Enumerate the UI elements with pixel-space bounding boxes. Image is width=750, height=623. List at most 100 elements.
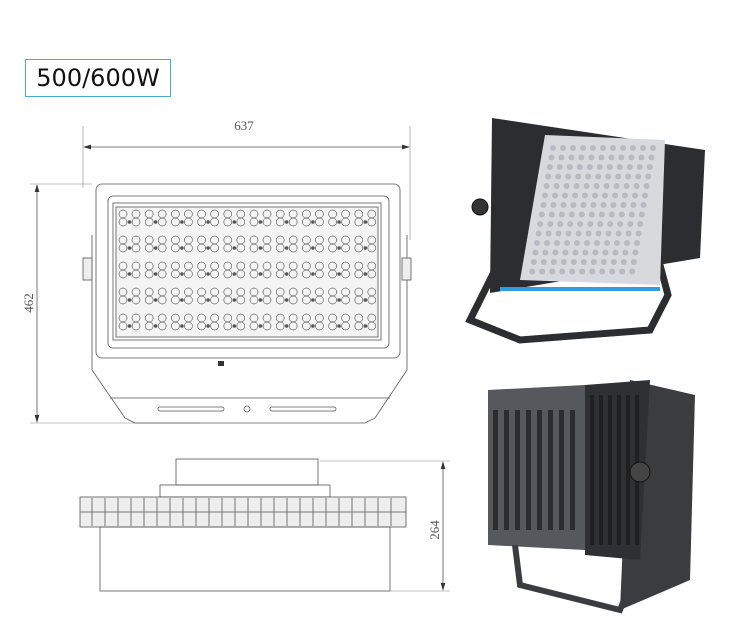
photo-led	[578, 154, 585, 161]
photo-led	[606, 164, 613, 170]
photo-fin	[590, 395, 594, 545]
led-lens	[171, 243, 180, 253]
led-center-dot	[232, 298, 237, 302]
photo-led	[640, 202, 647, 208]
photo-led	[546, 164, 553, 170]
photo-led	[638, 154, 645, 161]
led-lens	[302, 269, 311, 279]
photo-led	[578, 211, 585, 218]
led-lens	[131, 321, 141, 331]
led-lens	[302, 243, 311, 253]
photo-led	[596, 164, 603, 170]
front-view-drawing	[82, 183, 412, 424]
led-lens	[131, 269, 141, 279]
led-lens	[157, 217, 167, 227]
led-lens	[249, 269, 259, 279]
photo-led	[620, 202, 627, 208]
photo-led	[630, 259, 637, 265]
photo-led	[580, 145, 586, 151]
photo-led	[587, 221, 594, 227]
photo-led	[582, 192, 588, 199]
led-lens	[367, 243, 377, 253]
photo-led	[554, 240, 560, 246]
led-lens	[223, 295, 233, 305]
led-center-dot	[153, 324, 158, 328]
led-lens	[275, 217, 285, 227]
photo-led	[630, 202, 637, 208]
photo-led	[534, 240, 540, 246]
depth-label: 264	[427, 520, 442, 540]
height-dimension: 462	[21, 183, 200, 424]
photo-led	[557, 221, 564, 227]
photo-led	[542, 249, 549, 256]
width-label: 637	[234, 118, 254, 133]
photo-led	[575, 173, 582, 180]
photo-led	[590, 259, 597, 265]
photo-led	[568, 154, 575, 161]
photo-led	[594, 240, 600, 246]
photo-led	[597, 221, 604, 227]
led-lens	[262, 321, 272, 331]
photo-led	[570, 145, 576, 151]
led-lens	[144, 295, 154, 305]
photo-led	[617, 221, 624, 227]
led-lens	[184, 295, 193, 305]
photo-led	[574, 240, 580, 246]
photo-led	[562, 249, 569, 256]
photo-fin	[599, 395, 603, 545]
photo-led	[584, 240, 590, 246]
led-lens	[275, 269, 285, 279]
photo-led	[642, 192, 648, 199]
led-center-dot	[232, 220, 237, 224]
led-center-dot	[337, 324, 341, 328]
led-lens	[223, 243, 233, 253]
led-center-dot	[153, 272, 158, 276]
led-center-dot	[127, 298, 132, 302]
led-center-dot	[258, 246, 263, 250]
led-lens	[223, 321, 233, 331]
led-lens	[118, 243, 128, 253]
photo-led	[638, 211, 645, 218]
photo-led	[550, 202, 557, 208]
led-center-dot	[258, 220, 263, 224]
led-center-dot	[127, 220, 132, 224]
photo-led	[539, 268, 546, 275]
photo-fin	[537, 410, 542, 530]
led-lens	[341, 217, 350, 227]
photo-led	[569, 268, 576, 275]
photo-led	[588, 211, 595, 218]
led-center-dot	[258, 324, 263, 328]
led-lens	[210, 295, 219, 305]
photo-led	[573, 183, 580, 189]
photo-led	[548, 154, 555, 161]
photo-led	[602, 249, 609, 256]
photo-led	[610, 145, 616, 151]
photo-led	[530, 259, 537, 265]
led-lens	[328, 269, 337, 279]
photo-led	[648, 154, 655, 161]
photo-led	[635, 230, 642, 237]
led-lens	[302, 321, 311, 331]
photo-led	[632, 249, 639, 256]
photo-led	[549, 268, 556, 275]
led-lens	[275, 295, 285, 305]
photo-led	[592, 192, 598, 199]
led-lens	[157, 243, 167, 253]
led-lens	[197, 269, 206, 279]
led-center-dot	[206, 324, 210, 328]
photo-led	[627, 221, 634, 227]
led-lens	[315, 217, 324, 227]
led-center-dot	[311, 220, 315, 224]
photo-led	[600, 145, 606, 151]
width-dimension: 637	[82, 118, 411, 240]
photo-led	[616, 164, 623, 170]
led-lens	[249, 321, 259, 331]
led-lens	[118, 295, 128, 305]
led-lens	[354, 321, 364, 331]
led-center-dot	[284, 246, 289, 250]
photo-led	[612, 192, 618, 199]
led-lens	[223, 217, 233, 227]
photo-led	[555, 173, 562, 180]
led-center-dot	[284, 298, 289, 302]
